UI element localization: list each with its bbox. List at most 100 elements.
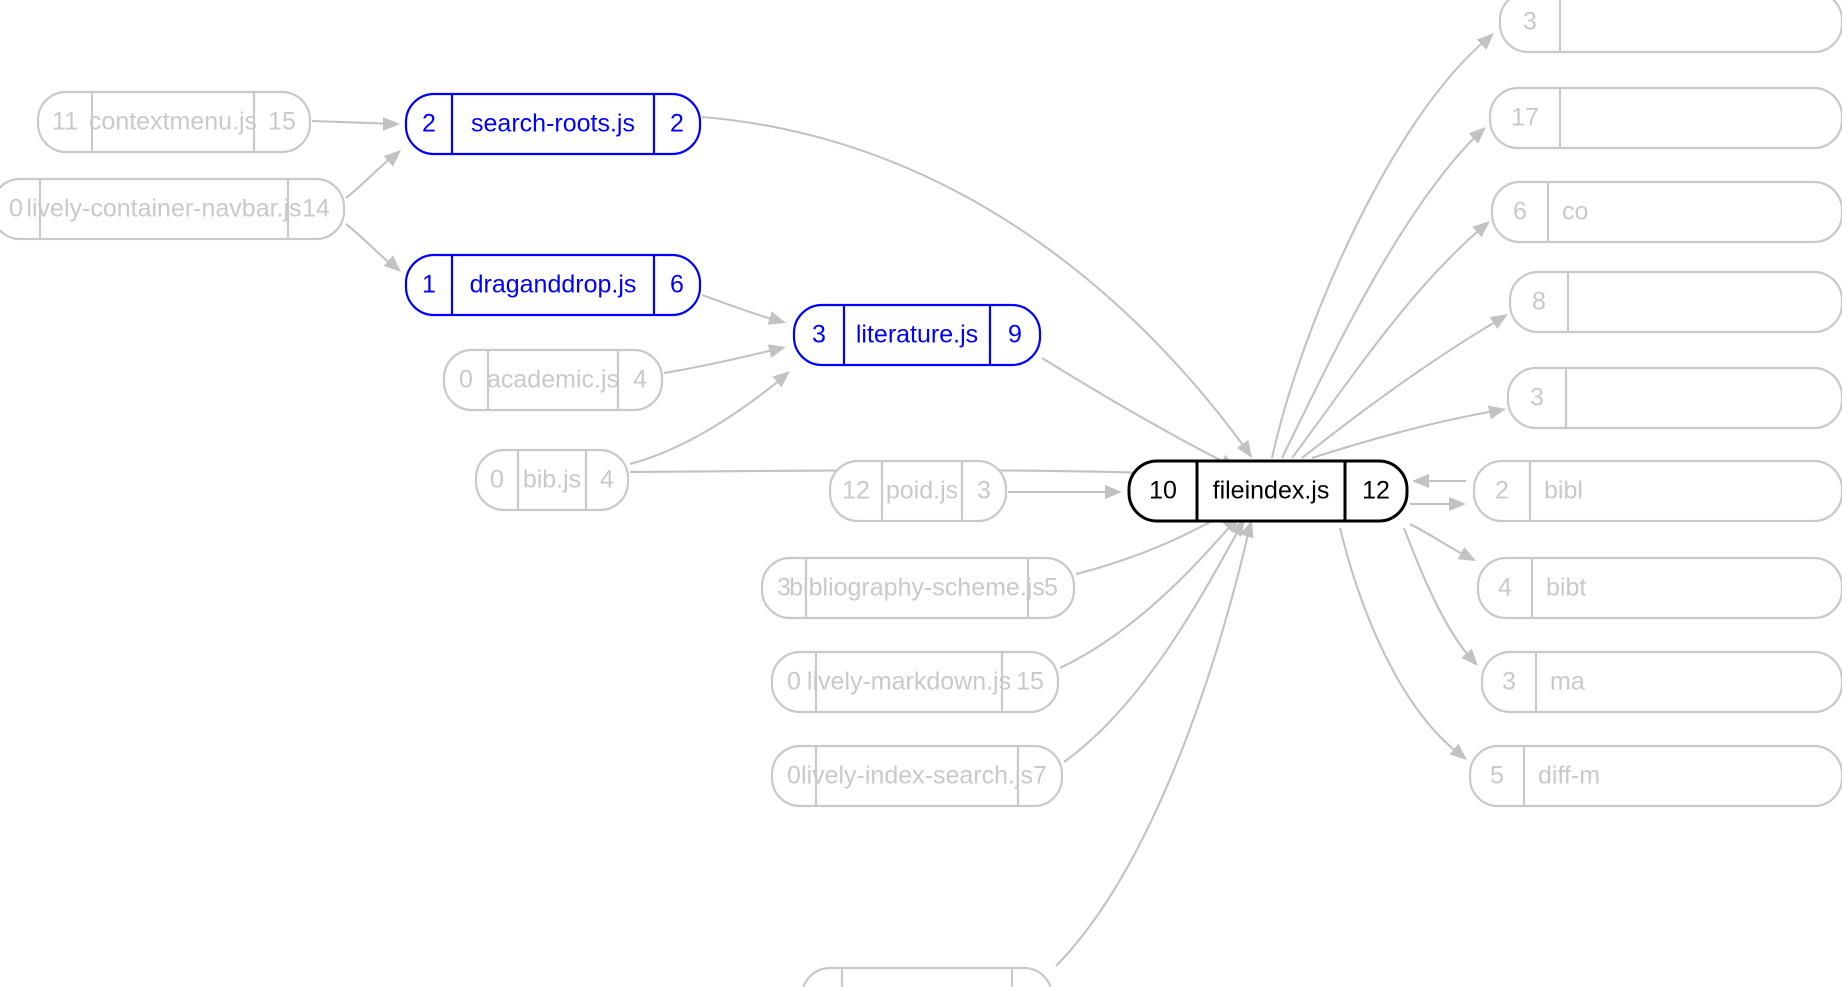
node-body xyxy=(474,448,630,512)
arrowhead-icon xyxy=(1472,221,1490,238)
node-filename: draganddrop.js xyxy=(470,271,637,299)
node-body xyxy=(404,92,702,156)
node-in-count: 3 xyxy=(812,321,826,349)
node-body xyxy=(1508,270,1842,334)
node-in-count: 2 xyxy=(422,110,436,138)
node-body xyxy=(760,556,1076,620)
arrowhead-icon xyxy=(1240,520,1254,539)
node-body xyxy=(1480,650,1842,714)
node-in-count: 2 xyxy=(1495,477,1509,505)
edge-draganddrop-to-literature xyxy=(701,294,786,325)
node-body xyxy=(1472,459,1842,523)
edge-fileindex-to-right-17 xyxy=(1281,127,1486,459)
node-out-count: 7 xyxy=(1033,762,1047,790)
edge-fileindex-to-right-3a xyxy=(1270,33,1494,459)
node-out-count: 2 xyxy=(670,110,684,138)
edge-lively-index-search-to-fileindex xyxy=(1063,519,1245,763)
node-in-count: 6 xyxy=(1513,198,1527,226)
arrowhead-icon xyxy=(383,150,401,167)
node-filename: bibl xyxy=(1544,477,1583,505)
node-filename: bibt xyxy=(1546,574,1586,602)
edge-fileindex-to-right-8 xyxy=(1301,314,1508,459)
arrowhead-icon xyxy=(383,255,401,272)
arrowhead-icon xyxy=(1489,314,1508,329)
arrowhead-icon xyxy=(1449,497,1466,511)
edge-fileindex-to-right-4bibt xyxy=(1409,523,1476,561)
arrowhead-icon xyxy=(767,311,786,325)
node-body xyxy=(36,90,312,154)
node-in-count: 0 xyxy=(787,668,801,696)
node-bottom-partial[interactable] xyxy=(802,966,1052,987)
node-right-2bib[interactable]: 2 bibl xyxy=(1472,459,1842,523)
edge-right-2bib-to-fileindex xyxy=(1412,474,1466,488)
node-body xyxy=(770,744,1064,808)
node-out-count: 6 xyxy=(670,271,684,299)
node-filename: literature.js xyxy=(856,321,978,349)
node-in-count: 5 xyxy=(1490,762,1504,790)
edge-bib-to-literature xyxy=(629,371,790,466)
node-filename: lively-container-navbar.js xyxy=(26,195,301,223)
arrowhead-icon xyxy=(1457,546,1476,561)
node-filename: fileindex.js xyxy=(1213,477,1330,505)
node-body xyxy=(1490,180,1842,244)
arrowhead-icon xyxy=(1105,485,1122,499)
node-filename: lively-index-search.js xyxy=(801,762,1033,790)
node-right-8[interactable]: 8 xyxy=(1508,270,1842,334)
node-body xyxy=(1476,556,1842,620)
edge-bottom-partial-to-fileindex xyxy=(1055,520,1254,967)
node-right-6[interactable]: 6 co xyxy=(1490,180,1842,244)
arrowhead-icon xyxy=(767,344,786,358)
node-right-3b[interactable]: 3 xyxy=(1506,366,1842,430)
edge-academic-to-literature xyxy=(663,344,786,375)
node-body xyxy=(0,177,346,241)
node-right-3a[interactable]: 3 xyxy=(1498,0,1842,54)
node-in-count: 0 xyxy=(9,195,23,223)
arrowhead-icon xyxy=(772,371,790,388)
node-filename: co xyxy=(1562,198,1588,226)
node-in-count: 3 xyxy=(1502,668,1516,696)
edge-fileindex-to-right-5diff xyxy=(1338,527,1467,760)
node-body xyxy=(792,303,1042,367)
edge-literature-to-fileindex xyxy=(1041,357,1237,469)
edge-fileindex-to-right-3ma xyxy=(1403,527,1478,666)
node-in-count: 1 xyxy=(422,271,436,299)
node-in-count: 8 xyxy=(1532,288,1546,316)
node-right-17[interactable]: 17 xyxy=(1488,86,1842,150)
node-body xyxy=(442,348,664,412)
node-body xyxy=(1498,0,1842,54)
arrowhead-icon xyxy=(1468,127,1486,144)
arrowhead-icon xyxy=(1449,743,1467,760)
node-literature[interactable]: 3 9 literature.js xyxy=(792,303,1042,367)
edge-lively-container-navbar-to-draganddrop xyxy=(345,223,401,272)
node-out-count: 12 xyxy=(1362,477,1390,505)
node-filename: bib.js xyxy=(523,466,581,494)
arrowhead-icon xyxy=(1412,474,1429,488)
arrowhead-icon xyxy=(1229,519,1245,538)
node-in-count: 12 xyxy=(842,477,870,505)
node-out-count: 4 xyxy=(633,366,647,394)
node-body xyxy=(404,253,702,317)
arrowhead-icon xyxy=(1236,439,1252,458)
node-filename: academic.js xyxy=(487,366,619,394)
edge-contextmenu-to-search-roots xyxy=(311,117,400,131)
node-out-count: 9 xyxy=(1008,321,1022,349)
edge-fileindex-to-right-6 xyxy=(1291,221,1490,459)
arrowhead-icon xyxy=(1487,405,1506,420)
edge-fileindex-to-right-2bib xyxy=(1410,497,1466,511)
node-draganddrop[interactable]: 1 6 draganddrop.js xyxy=(404,253,702,317)
